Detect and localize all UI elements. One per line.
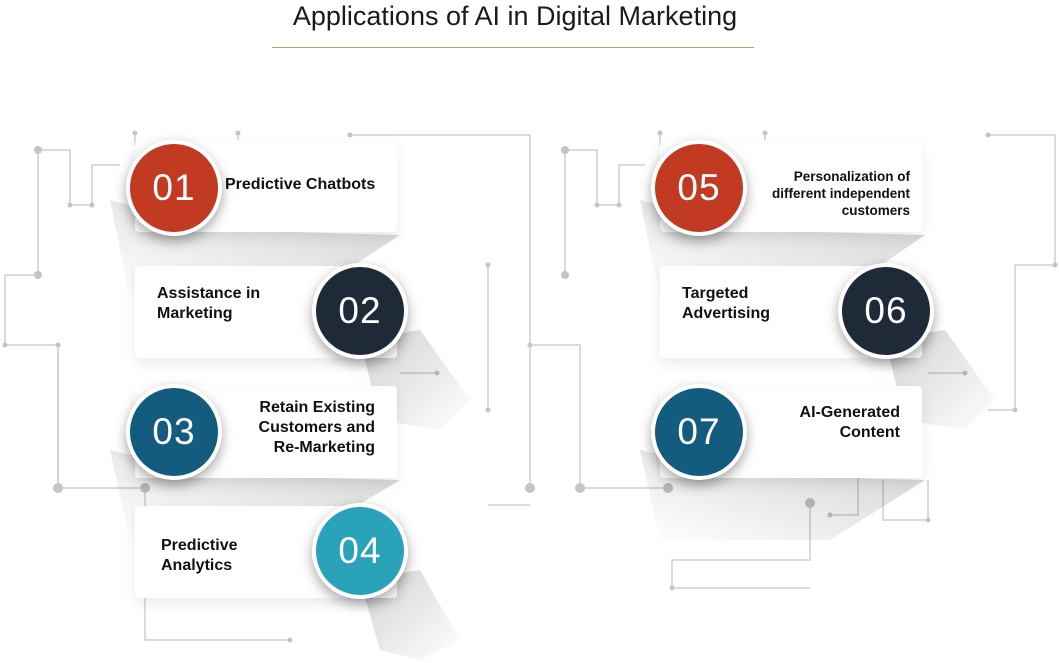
badge-number: 04 <box>338 530 382 571</box>
page-title: Applications of AI in Digital Marketing <box>292 1 738 31</box>
item-label-07: AI-Generated Content <box>799 404 900 441</box>
item-label-04: Predictive Analytics <box>161 537 238 574</box>
number-badge-07: 07 <box>651 384 747 480</box>
number-badge-04: 04 <box>312 503 408 599</box>
badge-number: 02 <box>338 290 382 331</box>
number-badge-01: 01 <box>126 140 222 236</box>
item-label-02: Assistance in Marketing <box>157 285 261 322</box>
badge-number: 06 <box>864 290 908 331</box>
number-badge-03: 03 <box>126 384 222 480</box>
number-badge-05: 05 <box>651 140 747 236</box>
number-badge-02: 02 <box>312 263 408 359</box>
badge-number: 01 <box>152 167 196 208</box>
badge-number: 03 <box>152 411 196 452</box>
item-label-01: Predictive Chatbots <box>225 176 376 193</box>
item-label-03: Retain Existing Customers and Re-Marketi… <box>258 399 375 456</box>
badge-number: 05 <box>677 167 721 208</box>
item-label-05: Personalization of different independent… <box>772 169 910 218</box>
item-label-06: Targeted Advertising <box>682 285 771 322</box>
badge-number: 07 <box>677 411 721 452</box>
number-badge-06: 06 <box>838 263 934 359</box>
title-divider <box>272 47 754 48</box>
